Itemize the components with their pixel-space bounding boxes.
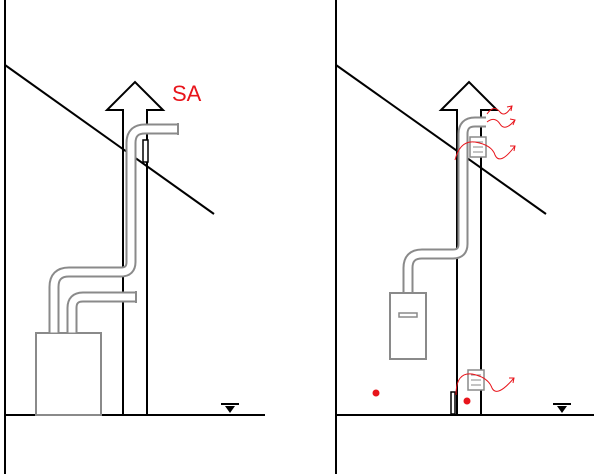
panel-left: SA — [4, 0, 265, 474]
panel-right — [335, 0, 594, 474]
right-boiler-slot — [398, 312, 418, 318]
left-chimney — [104, 80, 166, 415]
left-roof-line — [4, 64, 215, 215]
inverted-triangle-level-icon — [221, 403, 239, 413]
left-boiler-unit — [35, 332, 102, 416]
left-flue-pipes — [48, 123, 179, 334]
left-roof-fitting — [142, 139, 149, 163]
right-flue-pipes — [402, 116, 486, 293]
up-arrow-icon — [438, 80, 500, 415]
red-marker-dot — [372, 389, 380, 397]
right-roof-line — [335, 64, 547, 215]
right-boiler-unit — [389, 292, 427, 360]
wavy-arrow-airflow-icon — [454, 105, 516, 396]
right-chimney — [438, 80, 500, 415]
sa-label: SA — [172, 81, 202, 106]
red-marker-dot — [463, 397, 471, 405]
right-base-fitting — [450, 391, 456, 415]
inverted-triangle-level-icon — [553, 403, 571, 413]
up-arrow-icon — [104, 80, 166, 415]
